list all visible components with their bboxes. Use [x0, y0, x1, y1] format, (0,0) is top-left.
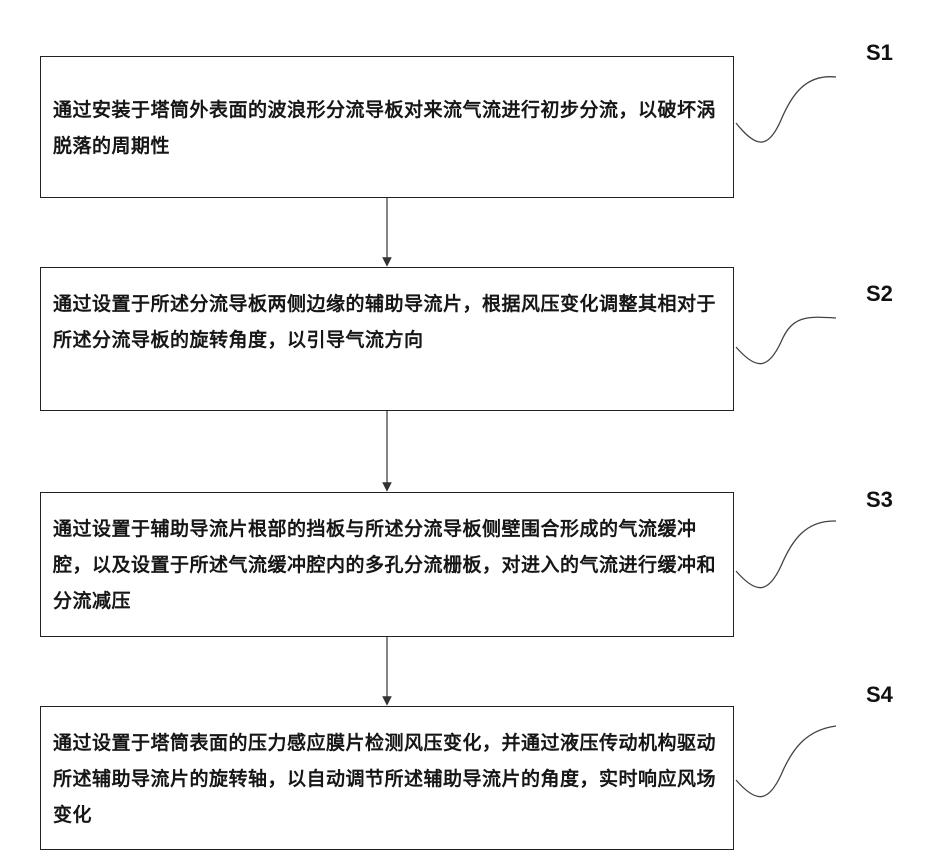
- leader-line-s1: [736, 77, 836, 142]
- leader-line-s4: [736, 726, 836, 797]
- leader-line-s3: [736, 521, 836, 588]
- leader-line-s2: [736, 317, 836, 363]
